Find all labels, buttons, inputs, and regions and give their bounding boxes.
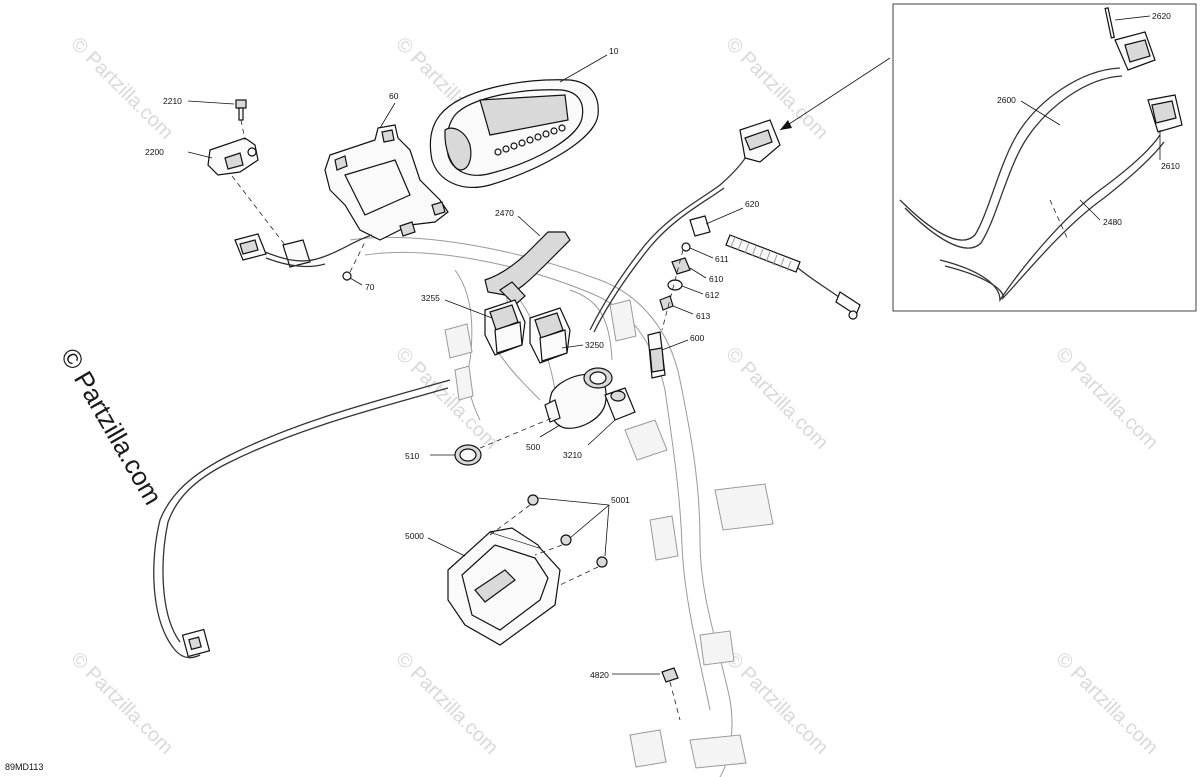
drawing-code: 89MD113 — [5, 762, 43, 772]
callout-2210: 2210 — [163, 96, 182, 106]
vertical-watermark: © Partzilla.com — [55, 343, 169, 510]
watermark-tile: © Partzilla.com — [1051, 343, 1162, 454]
cord-620 — [589, 119, 781, 333]
nut-610 — [671, 257, 691, 275]
washer-612 — [667, 279, 683, 291]
callout-611: 611 — [715, 254, 729, 264]
washer-611 — [681, 242, 691, 252]
callout-610: 610 — [709, 274, 723, 284]
watermark-tile: © Partzilla.com — [66, 648, 177, 759]
callout-70: 70 — [365, 282, 375, 292]
nut-4820 — [661, 667, 679, 683]
nut-70 — [342, 271, 352, 281]
callout-3250: 3250 — [585, 340, 604, 350]
watermark-tile: © Partzilla.com — [391, 343, 502, 454]
callout-2480: 2480 — [1103, 217, 1122, 227]
callout-510: 510 — [405, 451, 419, 461]
nut-613 — [659, 295, 674, 311]
harness-connector-end — [181, 628, 211, 658]
screw-2210 — [235, 99, 247, 121]
ecm-5000 — [447, 527, 561, 646]
callout-2600: 2600 — [997, 95, 1016, 105]
watermark-tile: © Partzilla.com — [721, 33, 832, 144]
nuts-5001 — [527, 494, 608, 568]
watermark-tile: © Partzilla.com — [721, 343, 832, 454]
callout-612: 612 — [705, 290, 719, 300]
watermark-tile: © Partzilla.com — [66, 33, 177, 144]
callout-5000: 5000 — [405, 531, 424, 541]
callout-620: 620 — [745, 199, 759, 209]
callout-2470: 2470 — [495, 208, 514, 218]
gauge-cluster — [429, 79, 599, 188]
callout-4820: 4820 — [590, 670, 609, 680]
inset-arrow-head — [780, 120, 792, 130]
callout-2200: 2200 — [145, 147, 164, 157]
callout-60: 60 — [389, 91, 399, 101]
indicator-lights — [494, 124, 566, 156]
callout-600: 600 — [690, 333, 704, 343]
ring-nut-510 — [454, 444, 482, 466]
watermark-tile: © Partzilla.com — [391, 648, 502, 759]
callout-labels: 10 60 2200 2210 70 2470 620 611 610 612 … — [145, 11, 1180, 680]
callout-2620: 2620 — [1152, 11, 1171, 21]
frame-background — [349, 236, 774, 777]
switch-600 — [647, 331, 666, 379]
socket-3210 — [604, 387, 636, 421]
callout-3210: 3210 — [563, 450, 582, 460]
connector-left — [234, 233, 373, 268]
sensor-2200 — [207, 137, 259, 176]
callout-2610: 2610 — [1161, 161, 1180, 171]
watermark-tile: © Partzilla.com — [1051, 648, 1162, 759]
harness-wire-left-2 — [162, 387, 449, 643]
switch-3255 — [484, 299, 526, 356]
coil-cord-620 — [725, 234, 861, 320]
callout-500: 500 — [526, 442, 540, 452]
callout-613: 613 — [696, 311, 710, 321]
callout-10: 10 — [609, 46, 619, 56]
callout-3255: 3255 — [421, 293, 440, 303]
ignition-switch-500 — [544, 367, 613, 429]
switch-3250 — [529, 307, 571, 364]
inset-harness — [899, 7, 1183, 303]
callout-5001: 5001 — [611, 495, 630, 505]
inset-pointer-arrow — [779, 57, 891, 131]
harness-wire-left — [153, 379, 451, 659]
strap-2470 — [484, 231, 571, 306]
cluster-bracket — [324, 124, 449, 241]
